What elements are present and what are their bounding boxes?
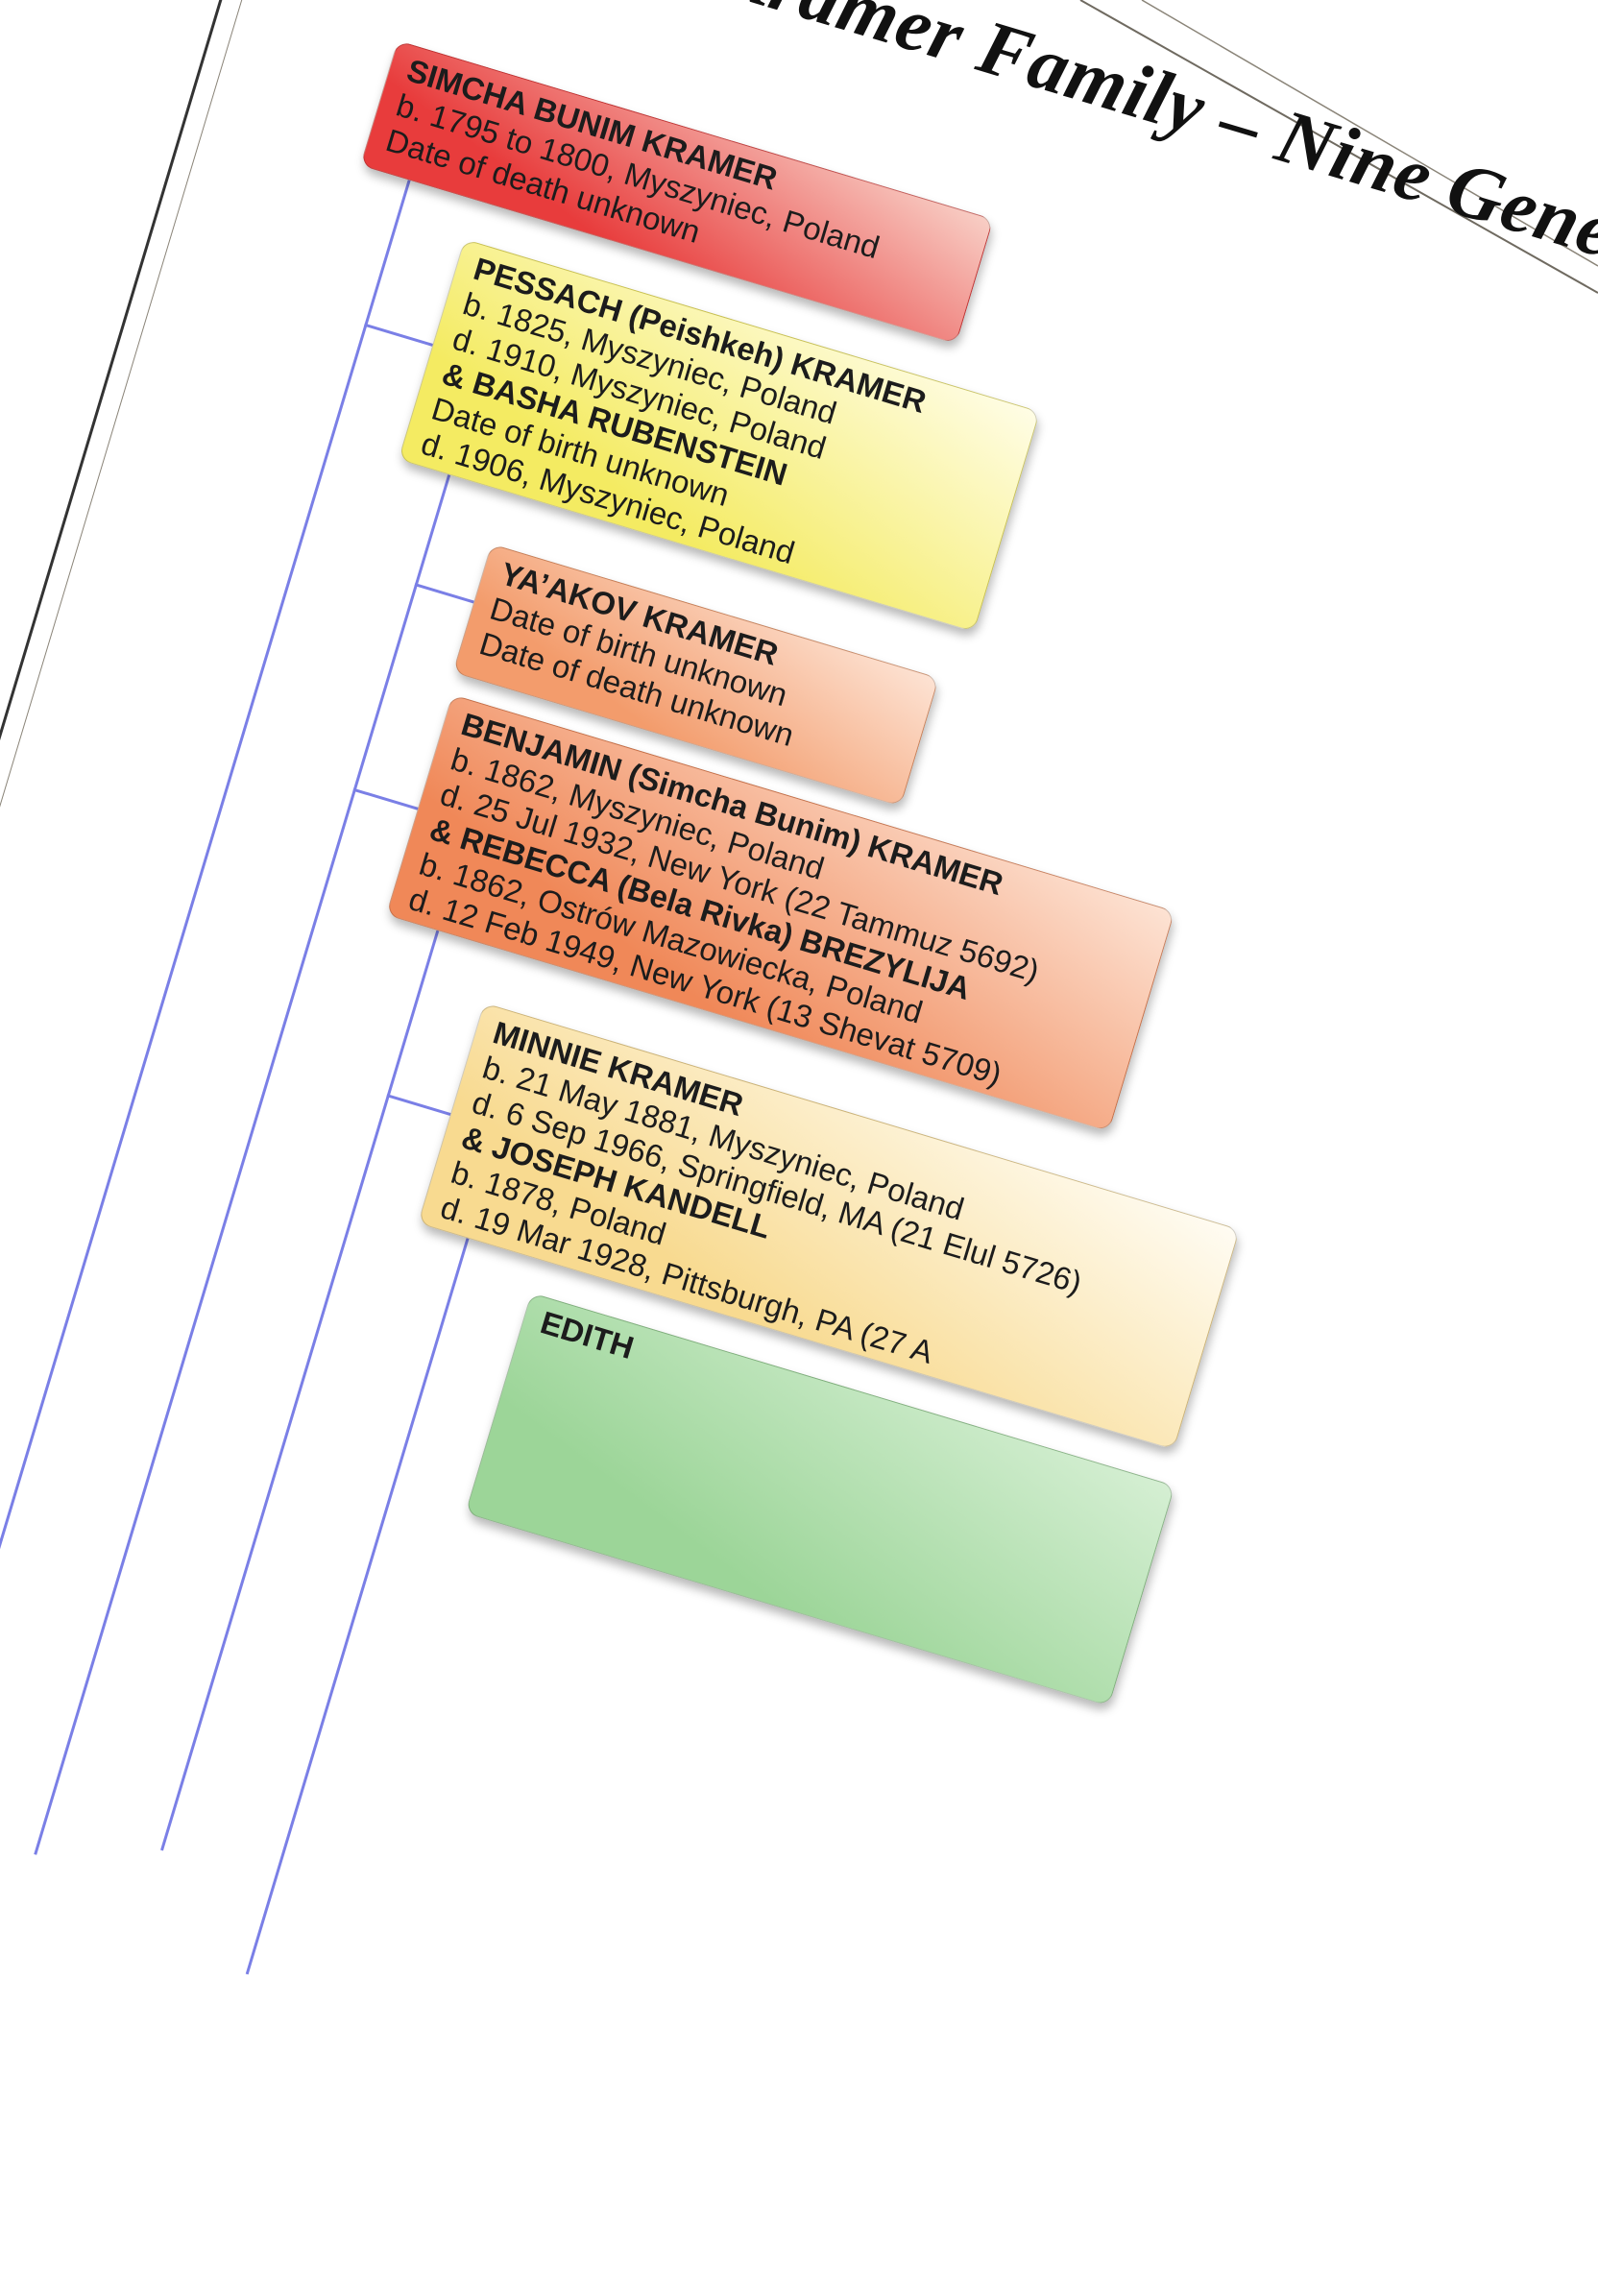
page-border-top-right	[1079, 0, 1598, 294]
family-tree-page: The Kramer Family – Nine Generations SIM…	[0, 0, 1598, 1975]
page-border-outer	[1079, 0, 1598, 294]
page-border-inner	[1141, 0, 1598, 267]
